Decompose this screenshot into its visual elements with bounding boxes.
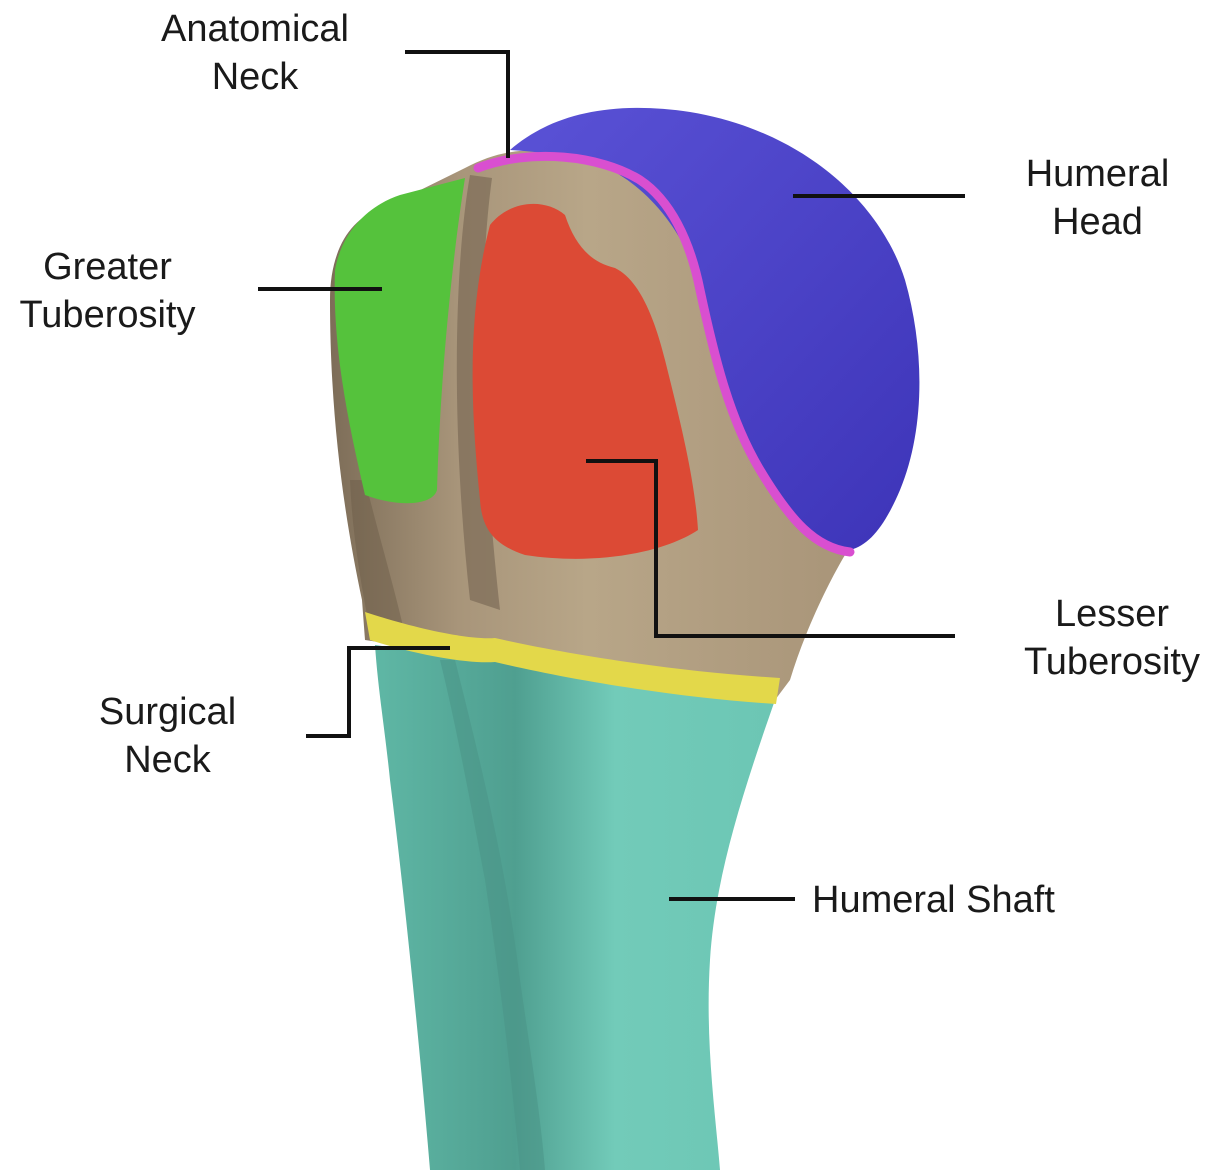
surgical-neck-leader (306, 646, 450, 738)
humeral-head-region (510, 107, 920, 550)
humeral-shaft-label-line1: Humeral Shaft (812, 879, 1055, 921)
greater-tuberosity-label-line1: Greater (43, 246, 172, 288)
greater-tuberosity-label: Greater Tuberosity (5, 243, 210, 339)
lesser-tuberosity-label-line2: Tuberosity (1024, 641, 1200, 683)
surgical-neck-label-line1: Surgical (98, 691, 237, 733)
greater-tuberosity-region (334, 178, 465, 504)
bone-shadow (350, 480, 405, 635)
anatomical-neck-label-line1: Anatomical (161, 8, 349, 50)
greater-tuberosity-label-line2: Tuberosity (19, 294, 196, 336)
anatomical-neck-label: Anatomical Neck (150, 5, 360, 101)
humeral-shaft-region (375, 645, 775, 1170)
humeral-head-label-line2: Head (1052, 201, 1143, 243)
surgical-neck-label: Surgical Neck (80, 688, 255, 784)
surgical-neck-region (365, 612, 780, 704)
anatomical-neck-leader (405, 50, 510, 158)
lesser-tuberosity-label-line1: Lesser (1054, 593, 1170, 635)
anatomical-neck-region (473, 151, 855, 557)
lesser-tuberosity-region (472, 203, 698, 559)
surgical-neck-label-line2: Neck (124, 739, 211, 781)
humeral-shaft-label: Humeral Shaft (812, 876, 1087, 924)
lesser-tuberosity-label: Lesser Tuberosity (1012, 590, 1212, 686)
anatomical-neck-label-line2: Neck (211, 56, 299, 98)
lesser-tuberosity-leader (586, 459, 955, 638)
humeral-head-label: Humeral Head (1005, 150, 1190, 246)
humeral-head-label-line1: Humeral (1025, 153, 1170, 195)
shaft-shading (440, 660, 545, 1170)
